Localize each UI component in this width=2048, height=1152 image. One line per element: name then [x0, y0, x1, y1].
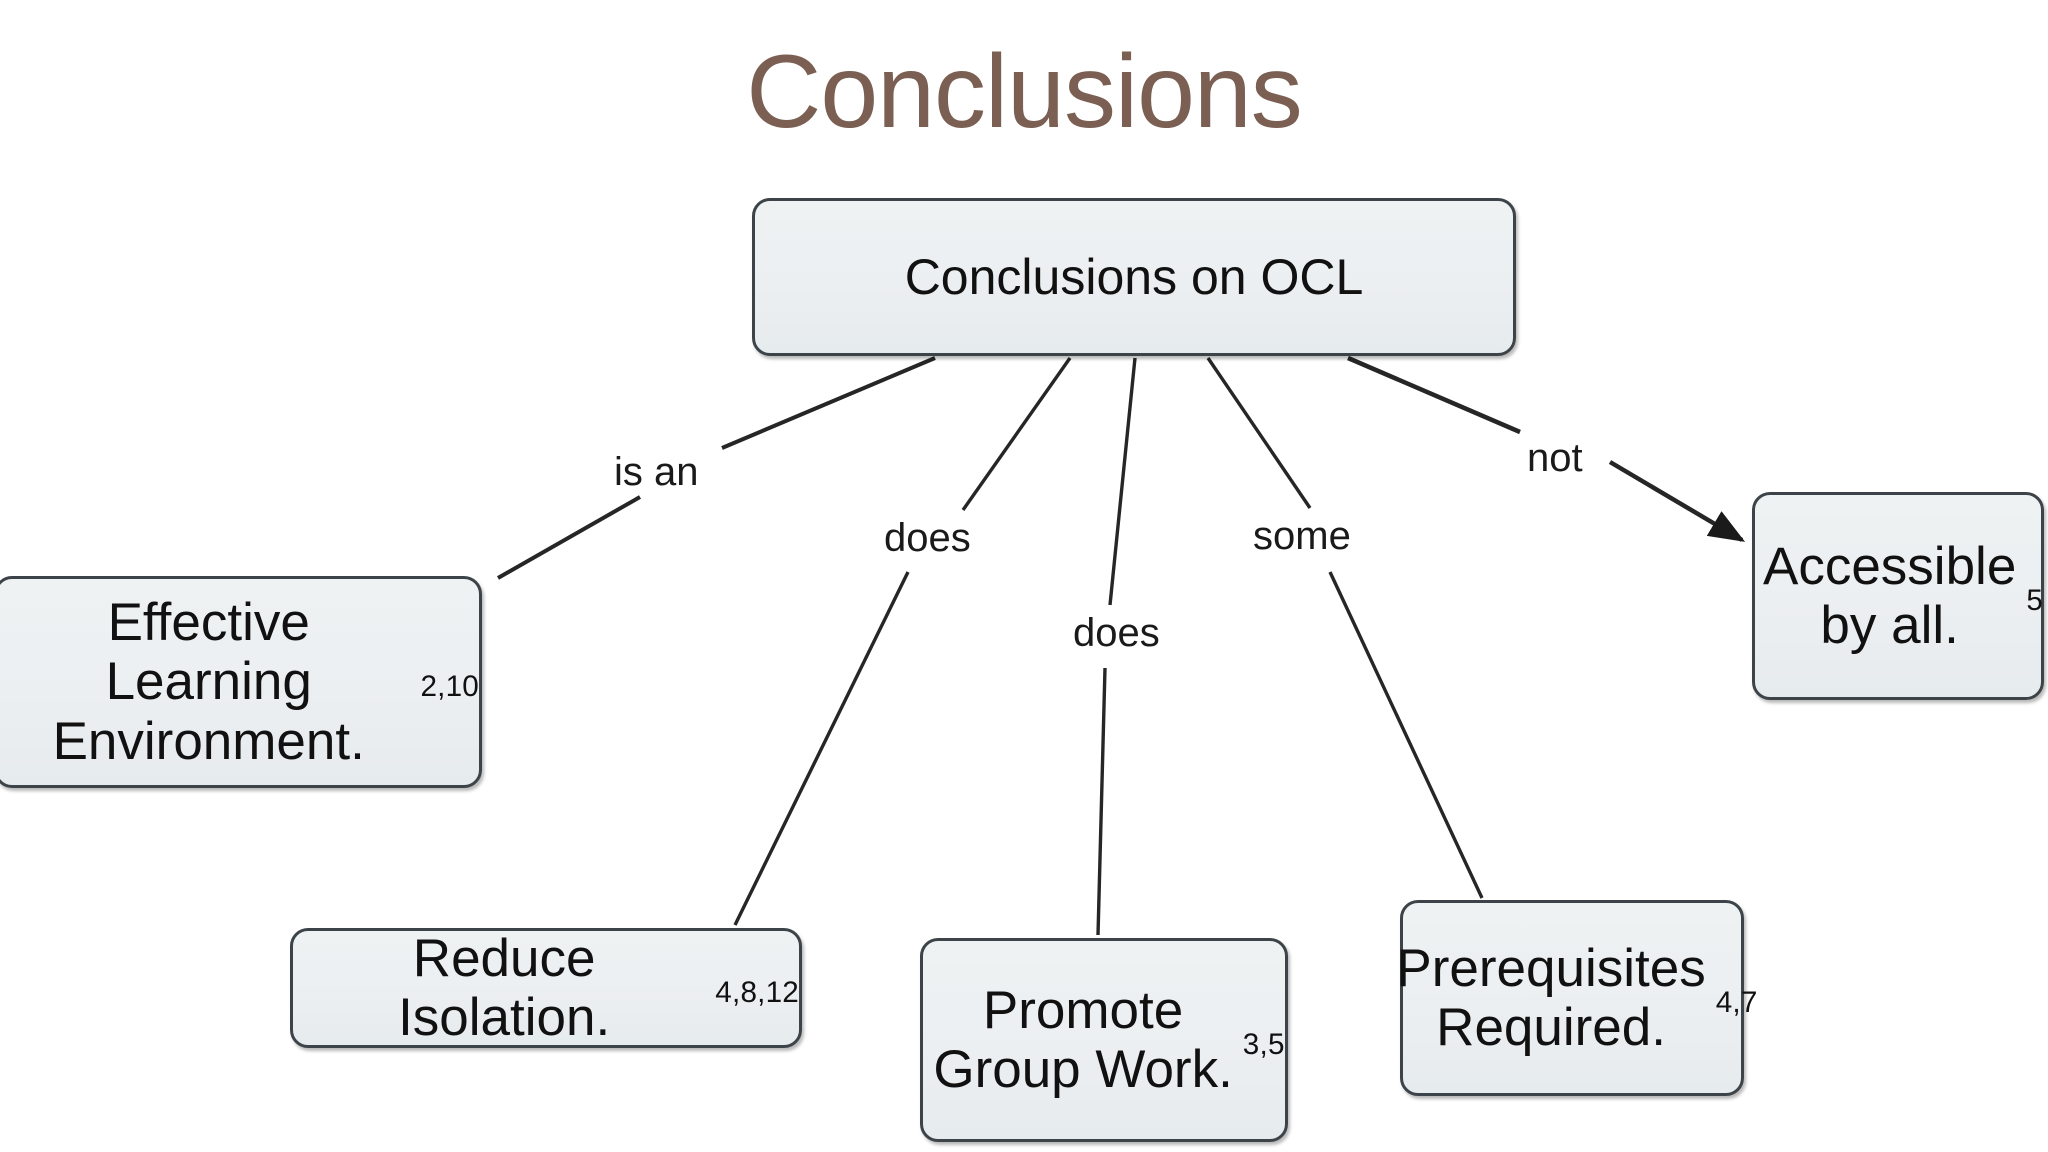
- node-accessible-by-all[interactable]: Accessible by all. 5: [1752, 492, 2044, 700]
- edge-label-does-promote: does: [1073, 611, 1160, 655]
- edge-label-is-an: is an: [614, 450, 699, 494]
- edge-root-reduce-lower: [733, 571, 910, 926]
- node-label: Reduce Isolation.: [398, 928, 611, 1047]
- node-label: Promote Group Work.: [933, 980, 1233, 1099]
- edge-root-reduce-upper: [961, 357, 1072, 511]
- node-effective-learning-environment[interactable]: Effective Learning Environment. 2,10: [0, 576, 482, 788]
- edge-root-accessible-lower: [1608, 460, 1746, 542]
- edge-root-effective-lower: [497, 495, 641, 580]
- edge-root-effective-upper: [721, 356, 936, 450]
- edge-root-prerequisites-upper: [1206, 357, 1312, 509]
- edge-root-promote-lower: [1096, 667, 1107, 936]
- node-promote-group-work[interactable]: Promote Group Work. 3,5: [920, 938, 1288, 1142]
- edge-root-prerequisites-lower: [1328, 571, 1484, 899]
- node-subscript: 5: [2026, 584, 2044, 618]
- node-subscript: 4,8,12: [715, 976, 799, 1010]
- node-label: Prerequisites Required.: [1396, 938, 1706, 1057]
- node-subscript: 4,7: [1715, 986, 1758, 1020]
- node-conclusions-on-ocl[interactable]: Conclusions on OCL: [752, 198, 1516, 356]
- node-reduce-isolation[interactable]: Reduce Isolation. 4,8,12: [290, 928, 802, 1048]
- node-label: Conclusions on OCL: [904, 249, 1364, 305]
- edge-root-promote-upper: [1108, 357, 1137, 606]
- edge-label-some: some: [1253, 514, 1351, 558]
- node-prerequisites-required[interactable]: Prerequisites Required. 4,7: [1396, 900, 1757, 1096]
- page-title: Conclusions: [746, 34, 1303, 150]
- node-label: Effective Learning Environment.: [52, 592, 365, 771]
- node-label: Accessible by all.: [1762, 536, 2017, 655]
- edge-label-does-reduce: does: [884, 516, 971, 560]
- edge-root-accessible-upper: [1347, 355, 1521, 435]
- edge-label-not: not: [1527, 436, 1583, 480]
- node-subscript: 2,10: [420, 670, 479, 704]
- node-subscript: 3,5: [1242, 1028, 1285, 1062]
